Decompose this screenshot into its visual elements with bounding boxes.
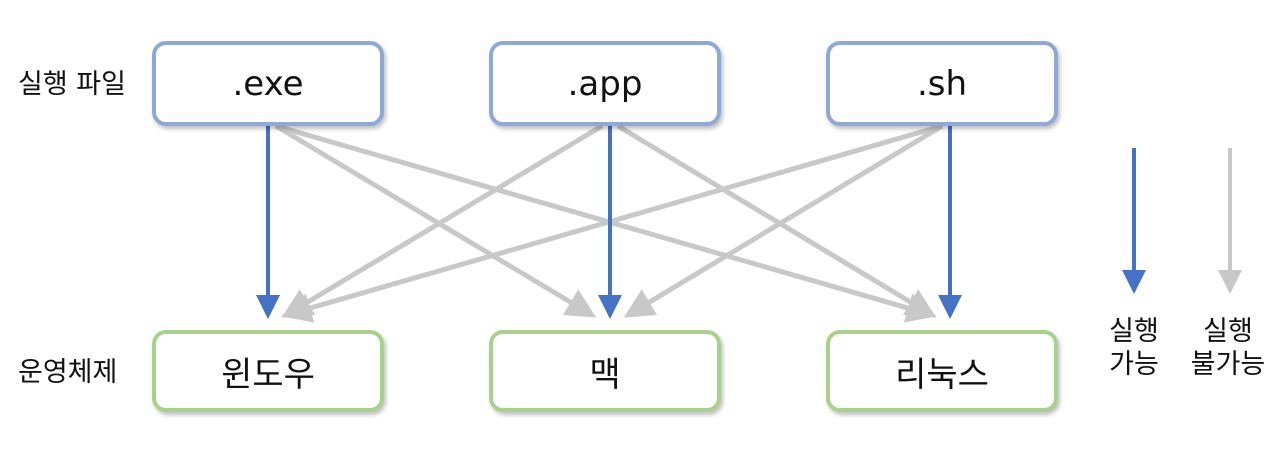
executable-box-app: .app — [489, 41, 721, 126]
legend-runnable-label: 실행 가능 — [1074, 315, 1194, 381]
os-label-mac: 맥 — [589, 354, 621, 395]
legend-not-runnable-label: 실행 불가능 — [1168, 315, 1280, 381]
arrow-app-to-os-2-not-runnable — [616, 123, 937, 318]
legend-not-runnable-line2: 불가능 — [1190, 349, 1266, 380]
arrow-sh-to-os-1-not-runnable — [623, 123, 944, 318]
os-row-label: 운영체제 — [18, 357, 118, 388]
legend-runnable-line2: 가능 — [1109, 349, 1159, 380]
legend-not-runnable-line1: 실행 — [1203, 316, 1253, 347]
executable-box-sh: .sh — [826, 41, 1058, 126]
os-box-windows: 윈도우 — [152, 330, 384, 412]
arrow-exe-to-os-2-not-runnable — [275, 123, 937, 323]
legend-runnable-line1: 실행 — [1109, 316, 1159, 347]
arrow-app-to-os-0-not-runnable — [281, 123, 604, 318]
os-box-linux: 리눅스 — [826, 330, 1058, 412]
os-label-windows: 윈도우 — [221, 354, 315, 395]
executable-label-app: .app — [567, 63, 643, 104]
arrow-sh-to-os-0-not-runnable — [281, 123, 943, 323]
executable-label-sh: .sh — [916, 63, 968, 104]
os-box-mac: 맥 — [489, 330, 721, 412]
os-label-linux: 리눅스 — [895, 354, 989, 395]
arrow-exe-to-os-1-not-runnable — [274, 123, 597, 318]
executable-label-exe: .exe — [232, 63, 304, 104]
executables-row-label: 실행 파일 — [18, 69, 126, 100]
executable-box-exe: .exe — [152, 41, 384, 126]
